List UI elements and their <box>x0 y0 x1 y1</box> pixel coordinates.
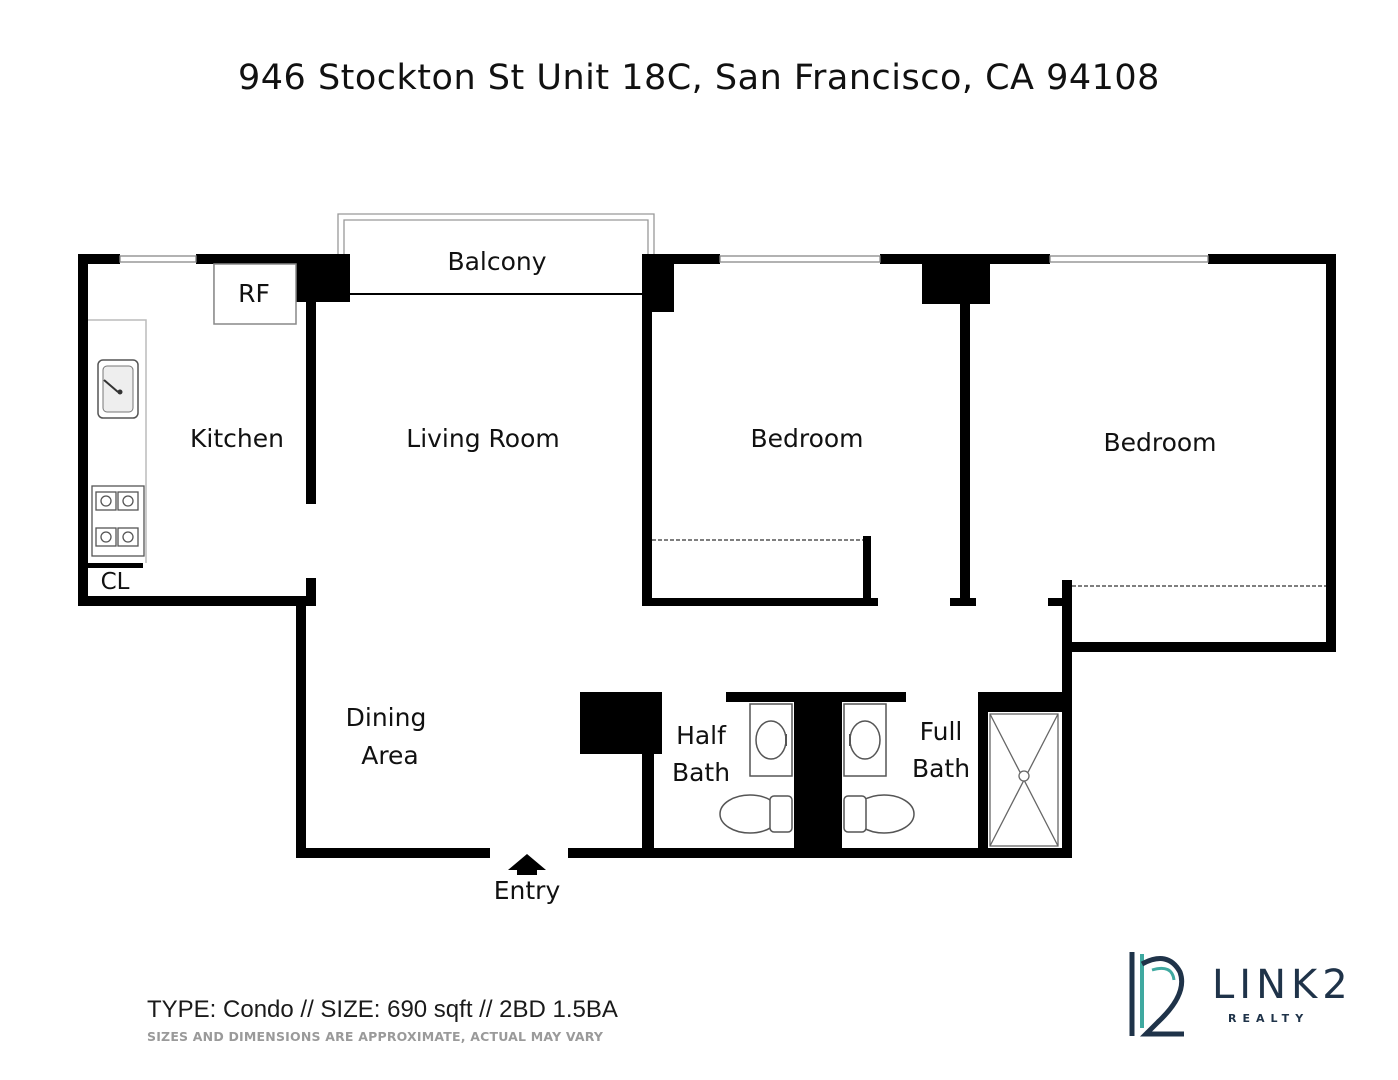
full-bath-label-line1: Full <box>920 717 963 746</box>
entry-label: Entry <box>494 876 561 905</box>
half-bath-label-line1: Half <box>676 721 727 750</box>
windows <box>119 255 1209 263</box>
kitchen-sink-icon <box>97 359 139 419</box>
full-bath-label-line2: Bath <box>912 754 970 783</box>
property-info: TYPE: Condo // SIZE: 690 sqft // 2BD 1.5… <box>147 996 618 1023</box>
dining-label-line2: Area <box>361 741 419 770</box>
balcony-railing <box>337 213 655 254</box>
walls <box>78 254 1336 858</box>
entry-arrow-icon <box>508 854 546 875</box>
l2-logo-mark-icon <box>1129 952 1185 1037</box>
dining-label-line1: Dining <box>346 703 427 732</box>
bedroom-1-label: Bedroom <box>750 424 863 453</box>
closet-label: CL <box>101 569 130 595</box>
closet-lines <box>652 539 1326 587</box>
living-room-label: Living Room <box>406 424 559 453</box>
stove-icon <box>91 485 145 557</box>
rf-label: RF <box>238 279 270 308</box>
full-bath-toilet-icon <box>843 794 915 834</box>
page-title: 946 Stockton St Unit 18C, San Francisco,… <box>238 58 1160 98</box>
half-bath-toilet-icon <box>719 794 793 834</box>
link2-realty-logo: LINK2 REALTY <box>1128 950 1358 1040</box>
half-bath-sink-icon <box>749 703 793 777</box>
balcony-label: Balcony <box>447 247 546 276</box>
disclaimer: SIZES AND DIMENSIONS ARE APPROXIMATE, AC… <box>147 1029 604 1044</box>
half-bath-label-line2: Bath <box>672 758 730 787</box>
logo-name: LINK2 <box>1212 962 1353 1008</box>
shower-icon <box>989 713 1059 847</box>
refrigerator <box>213 263 297 325</box>
bedroom-2-label: Bedroom <box>1103 428 1216 457</box>
full-bath-sink-icon <box>843 703 887 777</box>
logo-subtitle: REALTY <box>1228 1012 1310 1025</box>
kitchen-label: Kitchen <box>190 424 284 453</box>
